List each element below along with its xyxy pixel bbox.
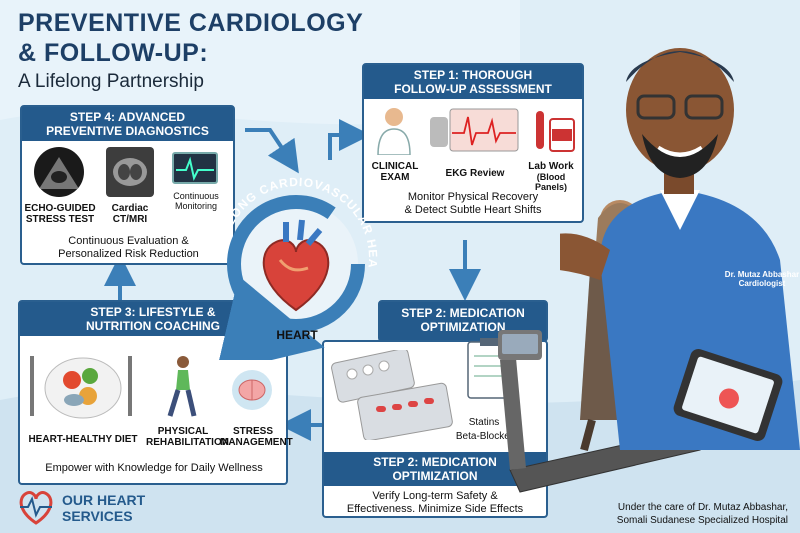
- ct-scan-icon: [106, 147, 154, 197]
- step1-item-label: EKG Review: [445, 168, 505, 179]
- step3-item-label: HEART-HEALTHY DIET: [28, 434, 138, 445]
- page-title-line1: PREVENTIVE CARDIOLOGY: [18, 9, 364, 37]
- step1-header: STEP 1: THOROUGH FOLLOW-UP ASSESSMENT: [364, 65, 582, 99]
- logo-line1: OUR HEART: [62, 492, 146, 508]
- echo-icon: [34, 147, 84, 197]
- heart-logo-icon: [19, 491, 53, 525]
- healthy-plate-icon: [28, 352, 138, 420]
- step3-note: Empower with Knowledge for Daily Wellnes…: [45, 462, 263, 474]
- step2-top-card: STEP 2: MEDICATION OPTIMIZATION: [378, 300, 548, 342]
- ekg-icon: [430, 105, 520, 155]
- step1-note: Monitor Physical Recovery& Detect Subtle…: [404, 191, 542, 216]
- statins-callout: Statins: [468, 417, 500, 428]
- step3-card: STEP 3: LIFESTYLE & NUTRITION COACHING H…: [18, 300, 293, 485]
- logo-line2: SERVICES: [62, 508, 133, 524]
- monitor-icon: [172, 152, 218, 184]
- beta-blockers-callout: Beta-Blockers: [455, 431, 519, 442]
- doctor-icon: [374, 105, 414, 156]
- step1-item-label: Lab Work(Blood Panels): [528, 161, 574, 192]
- page-title-line2: & FOLLOW-UP:: [18, 39, 209, 67]
- step2-note: Verify Long-term Safety &Effectiveness. …: [346, 490, 524, 515]
- step4-card: STEP 4: ADVANCED PREVENTIVE DIAGNOSTICS …: [20, 105, 235, 265]
- footer-credit: Under the care of Dr. Mutaz Abbashar, So…: [616, 502, 788, 526]
- heart-label: HEART: [276, 328, 318, 342]
- doctor-name-badge: Dr. Mutaz Abbashar Cardiologist: [724, 270, 800, 288]
- doctor-illustration: [560, 48, 800, 450]
- center-cycle-ring: LIFELONG CARDIOVASCULAR HEALTH: [196, 160, 379, 360]
- step4-note: Continuous Evaluation &Personalized Risk…: [58, 235, 199, 260]
- walking-person-icon: [160, 354, 206, 418]
- step4-header: STEP 4: ADVANCED PREVENTIVE DIAGNOSTICS: [22, 107, 233, 141]
- pill-blister-icon: [330, 348, 460, 442]
- lab-tubes-icon: [532, 105, 578, 157]
- brain-icon: [232, 370, 272, 410]
- step1-card: STEP 1: THOROUGH FOLLOW-UP ASSESSMENT CL…: [362, 63, 584, 223]
- page-subtitle: A Lifelong Partnership: [18, 71, 204, 92]
- step2-top-header: STEP 2: MEDICATION OPTIMIZATION: [380, 302, 546, 340]
